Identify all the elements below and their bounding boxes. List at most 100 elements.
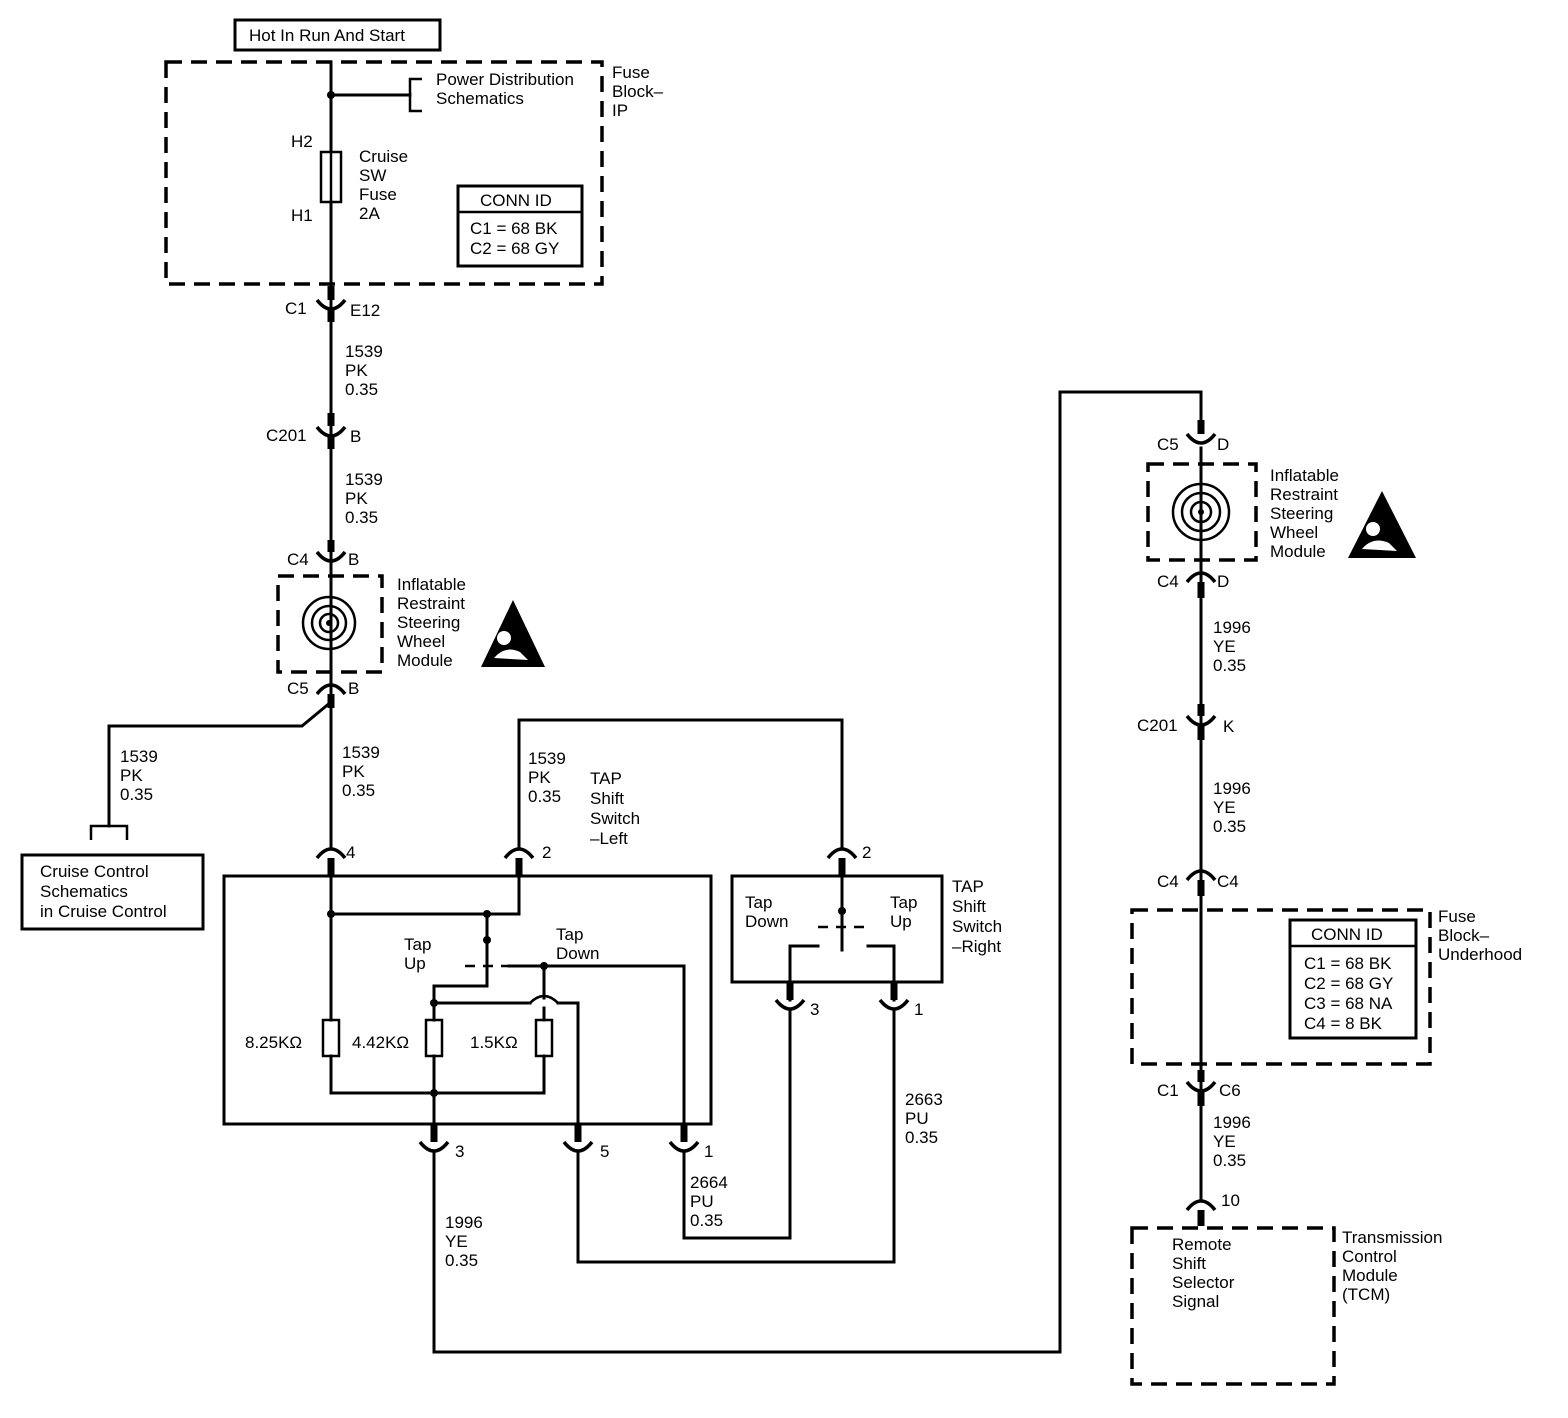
svg-text:Tap: Tap <box>556 925 583 944</box>
svg-text:Fuse: Fuse <box>1438 907 1476 926</box>
conn-c5-pin-b: B <box>348 679 359 698</box>
svg-text:Remote: Remote <box>1172 1235 1232 1254</box>
svg-text:PK: PK <box>120 766 143 785</box>
svg-text:1996: 1996 <box>1213 618 1251 637</box>
tap-right-pin-3 <box>774 982 806 1011</box>
wire-label-2664: 2664 PU 0.35 <box>690 1173 728 1230</box>
tap-left-pin-2-label: 2 <box>542 843 551 862</box>
conn-c5-d-label: C5 <box>1157 435 1179 454</box>
conn-c5-label: C5 <box>287 679 309 698</box>
svg-text:PK: PK <box>528 768 551 787</box>
svg-text:Underhood: Underhood <box>1438 945 1522 964</box>
tap-right-down-label: Tap Down <box>745 893 788 931</box>
svg-text:0.35: 0.35 <box>1213 1151 1246 1170</box>
svg-text:Shift: Shift <box>952 897 986 916</box>
fuse-block-underhood-title: Fuse Block– Underhood <box>1438 907 1522 964</box>
svg-text:Tap: Tap <box>404 935 431 954</box>
tap-left-pin-3-label: 3 <box>455 1142 464 1161</box>
svg-text:Up: Up <box>890 912 912 931</box>
conn-c5-d-pin: D <box>1217 435 1229 454</box>
connector-c1-e12 <box>315 286 347 322</box>
tcm-pin-10-label: 10 <box>1221 1191 1240 1210</box>
tap-left-pin-2 <box>503 847 535 876</box>
tap-left-pin-3 <box>418 1124 450 1153</box>
resistor-1-5k-label: 1.5KΩ <box>470 1033 518 1052</box>
svg-text:0.35: 0.35 <box>1213 817 1246 836</box>
tap-left-pin-4 <box>315 847 347 876</box>
svg-text:Block–: Block– <box>612 82 664 101</box>
svg-text:0.35: 0.35 <box>445 1251 478 1270</box>
svg-text:Fuse: Fuse <box>612 63 650 82</box>
tcm-box <box>1130 1226 1336 1386</box>
wire-label-1996-left: 1996 YE 0.35 <box>445 1213 483 1270</box>
airbag-warning-left-icon <box>481 600 545 667</box>
conn-c4-d-label: C4 <box>1157 572 1179 591</box>
tcm-signal-label: Remote Shift Selector Signal <box>1172 1235 1235 1311</box>
svg-text:Down: Down <box>556 944 599 963</box>
svg-text:Signal: Signal <box>1172 1292 1219 1311</box>
svg-text:0.35: 0.35 <box>120 785 153 804</box>
tap-left-pin-5-label: 5 <box>600 1142 609 1161</box>
conn-c201-label: C201 <box>266 426 307 445</box>
svg-text:0.35: 0.35 <box>690 1211 723 1230</box>
wire-label-1996-r3: 1996 YE 0.35 <box>1213 1113 1251 1170</box>
tcm-title: Transmission Control Module (TCM) <box>1342 1228 1442 1304</box>
svg-text:TAP: TAP <box>952 877 984 896</box>
tap-right-pin-1-label: 1 <box>914 1000 923 1019</box>
svg-text:YE: YE <box>1213 637 1236 656</box>
power-dist-ref-label: Power Distribution Schematics <box>436 70 574 108</box>
wire-label-1539-c: 1539 PK 0.35 <box>120 747 158 804</box>
svg-text:Power Distribution: Power Distribution <box>436 70 574 89</box>
svg-text:Fuse: Fuse <box>359 185 397 204</box>
connector-c4-c4 <box>1185 869 1217 896</box>
svg-text:PU: PU <box>905 1109 929 1128</box>
svg-text:Module: Module <box>397 651 453 670</box>
svg-text:Wheel: Wheel <box>397 632 445 651</box>
svg-text:YE: YE <box>1213 798 1236 817</box>
cruise-ref-box <box>20 853 205 931</box>
connector-c1-c6 <box>1185 1070 1217 1106</box>
svg-text:PK: PK <box>345 361 368 380</box>
svg-text:Inflatable: Inflatable <box>1270 466 1339 485</box>
tap-left-internal-wiring <box>327 874 686 1142</box>
resistor-8-25k <box>321 1018 341 1058</box>
svg-text:Switch: Switch <box>590 809 640 828</box>
svg-text:Steering: Steering <box>397 613 460 632</box>
clockspring-coil-right-icon <box>1171 482 1231 542</box>
wire-label-1996-r1: 1996 YE 0.35 <box>1213 618 1251 675</box>
conn-c4-d-pin: D <box>1217 572 1229 591</box>
svg-text:1539: 1539 <box>120 747 158 766</box>
svg-text:C4 = 8 BK: C4 = 8 BK <box>1304 1014 1383 1033</box>
connector-c5-d <box>1185 420 1217 445</box>
svg-text:1539: 1539 <box>345 342 383 361</box>
svg-text:(TCM): (TCM) <box>1342 1285 1390 1304</box>
fuse-pin-h2: H2 <box>291 132 313 151</box>
svg-text:1996: 1996 <box>1213 779 1251 798</box>
conn-c1-c6-pin: C6 <box>1219 1081 1241 1100</box>
svg-text:Control: Control <box>1342 1247 1397 1266</box>
svg-text:Switch: Switch <box>952 917 1002 936</box>
tap-left-pin-1-label: 1 <box>704 1142 713 1161</box>
conn-id-table-ip: CONN ID C1 = 68 BK C2 = 68 GY <box>456 184 584 268</box>
tcm-pin-10 <box>1185 1199 1217 1226</box>
svg-text:Module: Module <box>1270 542 1326 561</box>
airbag-module-right-box <box>1146 462 1258 562</box>
svg-text:YE: YE <box>445 1232 468 1251</box>
svg-text:C2 = 68 GY: C2 = 68 GY <box>470 239 559 258</box>
svg-text:Shift: Shift <box>1172 1254 1206 1273</box>
fuse-pin-h1: H1 <box>291 206 313 225</box>
connector-c201-b <box>315 413 347 449</box>
svg-text:2664: 2664 <box>690 1173 728 1192</box>
wire-branch-cruise <box>107 699 334 828</box>
clockspring-coil-left-icon <box>301 595 357 651</box>
wire-label-2663: 2663 PU 0.35 <box>905 1090 943 1147</box>
conn-c1-label: C1 <box>285 299 307 318</box>
svg-text:1539: 1539 <box>345 470 383 489</box>
svg-text:2663: 2663 <box>905 1090 943 1109</box>
svg-text:Cruise Control: Cruise Control <box>40 862 149 881</box>
tap-switch-left-title: TAP Shift Switch –Left <box>590 769 640 848</box>
wire-2663 <box>576 1008 896 1264</box>
fuse-block-ip-box <box>164 60 604 286</box>
conn-c4-c4-label: C4 <box>1157 872 1179 891</box>
svg-text:PK: PK <box>342 762 365 781</box>
